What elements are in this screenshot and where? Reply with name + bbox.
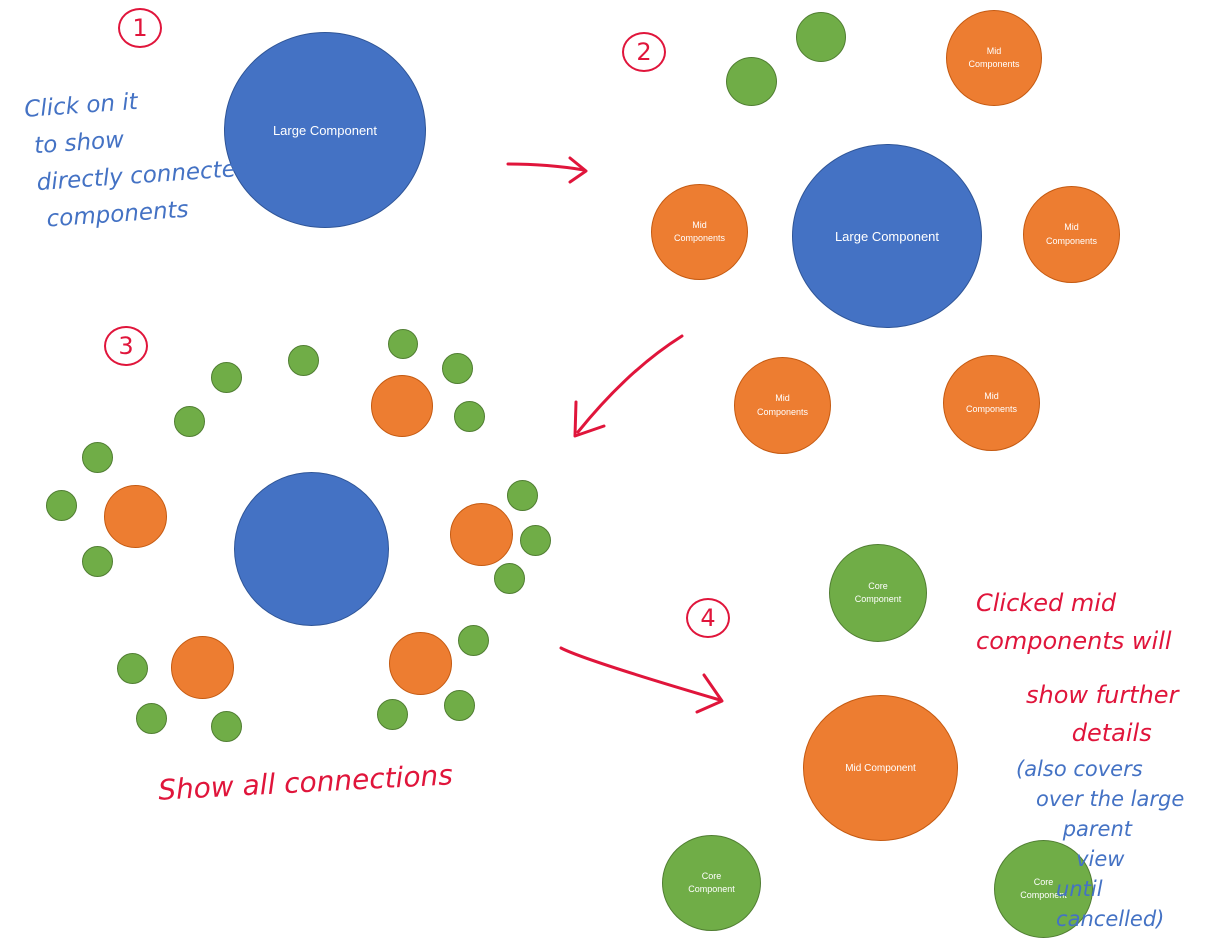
core-node-step3-16[interactable]: [458, 625, 489, 656]
large-component-node-step1[interactable]: Large Component: [224, 32, 426, 228]
mid-node-step3-bottom-right[interactable]: [389, 632, 452, 695]
mid-node-step3-bottom-left[interactable]: [171, 636, 234, 699]
core-node-step3-10[interactable]: [507, 480, 538, 511]
large-component-label: Large Component: [272, 122, 378, 138]
mid-node-step2-left[interactable]: Mid Components: [651, 184, 748, 280]
step-1-badge: 1: [118, 8, 162, 48]
core-node-step3-18[interactable]: [444, 690, 475, 721]
arrow-icon: [559, 646, 724, 714]
mid-node-step2-top[interactable]: Mid Components: [946, 10, 1042, 106]
core-node-step3-8[interactable]: [46, 490, 77, 521]
core-node-step4-bottom-left[interactable]: Core Component: [662, 835, 761, 931]
core-node-step3-11[interactable]: [520, 525, 551, 556]
core-node-step3-9[interactable]: [82, 546, 113, 577]
core-node-step2-a[interactable]: [796, 12, 846, 62]
core-node-step3-17[interactable]: [377, 699, 408, 730]
step-2-badge: 2: [622, 32, 666, 72]
core-node-step3-2[interactable]: [442, 353, 473, 384]
mid-node-step3-left[interactable]: [104, 485, 167, 548]
core-node-step3-3[interactable]: [454, 401, 485, 432]
step3-note: Show all connections: [157, 758, 454, 807]
step1-note: Click on it to show directly connected c…: [23, 88, 252, 234]
core-node-step3-6[interactable]: [174, 406, 205, 437]
step4-note-c: (also covers over the large parent view …: [1016, 757, 1185, 931]
core-node-step3-13[interactable]: [117, 653, 148, 684]
core-node-step4-top[interactable]: Core Component: [829, 544, 927, 642]
core-node-step3-4[interactable]: [288, 345, 319, 376]
mid-node-step3-right[interactable]: [450, 503, 513, 566]
core-node-step3-7[interactable]: [82, 442, 113, 473]
mid-node-step3-top[interactable]: [371, 375, 433, 437]
step4-note-a: Clicked mid components will: [976, 589, 1172, 655]
step4-note-b: show further details: [1026, 681, 1179, 747]
core-node-step3-1[interactable]: [388, 329, 418, 359]
step-4-badge: 4: [686, 598, 730, 638]
core-node-step3-15[interactable]: [211, 711, 242, 742]
mid-component-node-step4[interactable]: Mid Component: [803, 695, 958, 841]
step-3-badge: 3: [104, 326, 148, 366]
mid-node-step2-bottom-right[interactable]: Mid Components: [943, 355, 1040, 451]
arrow-icon: [573, 334, 684, 438]
large-component-node-step2[interactable]: Large Component: [792, 144, 982, 328]
core-node-step2-b[interactable]: [726, 57, 777, 106]
core-node-step3-12[interactable]: [494, 563, 525, 594]
arrow-icon: [506, 156, 588, 184]
mid-node-step2-right[interactable]: Mid Components: [1023, 186, 1120, 283]
mid-node-step2-bottom-left[interactable]: Mid Components: [734, 357, 831, 454]
large-component-node-step3[interactable]: [234, 472, 389, 626]
core-node-step3-5[interactable]: [211, 362, 242, 393]
core-node-step3-14[interactable]: [136, 703, 167, 734]
